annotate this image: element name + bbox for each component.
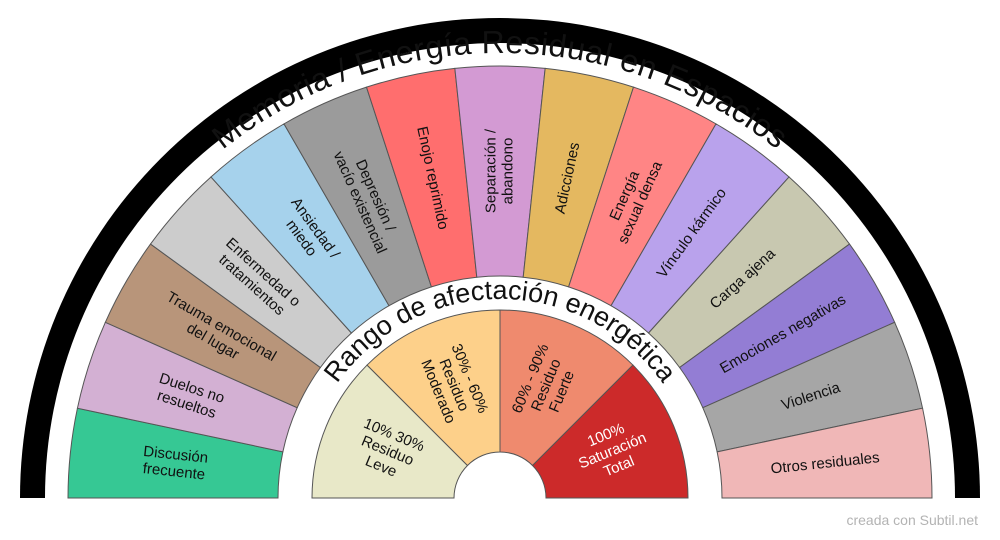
inner-segment-label: 30% - 60%ResiduoModerado [416, 341, 491, 428]
inner-segment [366, 309, 501, 467]
inner-segment [311, 364, 469, 499]
inner-segment [531, 364, 689, 499]
outer-segment-label: Discusiónfrecuente [141, 443, 209, 484]
outer-segment [716, 407, 933, 499]
inner-segment-label: 60% - 90%ResiduoFuerte [509, 341, 584, 428]
outer-segment-label: Duelos noresueltos [152, 370, 227, 423]
inner-segment [499, 309, 634, 467]
outer-segment-label: Separación /abandono [482, 128, 516, 213]
credit-text: creada con Subtil.net [846, 512, 978, 528]
